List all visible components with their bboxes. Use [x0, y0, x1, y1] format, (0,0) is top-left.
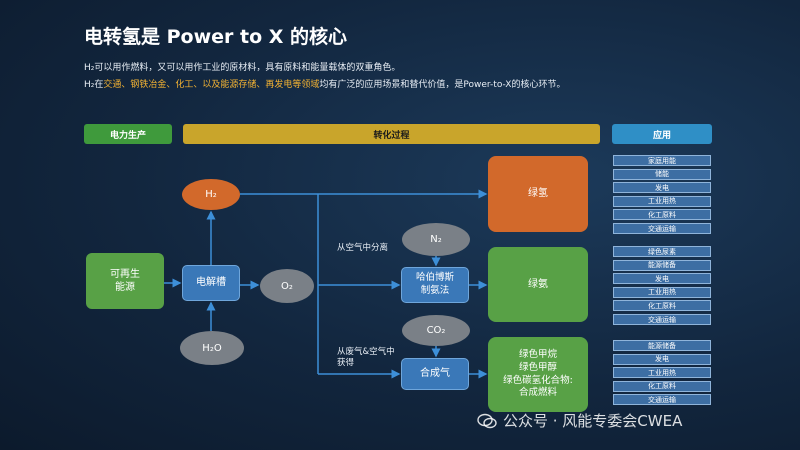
application-item-h2: 储能 — [613, 168, 711, 180]
application-item-nh3: 能源储备 — [613, 259, 711, 271]
h2-node: H₂ — [182, 179, 240, 210]
watermark-text: 公众号 · 风能专委会CWEA — [503, 412, 683, 430]
product-green-ammonia: 绿氨 — [488, 247, 588, 322]
application-item-meoh: 化工原料 — [613, 380, 711, 392]
application-item-h2: 交通运输 — [613, 223, 711, 234]
product-green-hydrogen: 绿氢 — [488, 156, 588, 232]
header-conversion-process: 转化过程 — [183, 124, 600, 144]
product-green-methanol: 绿色甲烷 绿色甲醇 绿色碳氢化合物: 合成燃料 — [488, 337, 588, 412]
o2-node: O₂ — [260, 269, 314, 303]
application-item-nh3: 化工原料 — [613, 300, 711, 312]
application-item-h2: 发电 — [613, 182, 711, 194]
subtitle-prefix: H₂在 — [84, 80, 104, 90]
h2o-node: H₂O — [180, 331, 244, 365]
subtitle-suffix: 均有广泛的应用场景和替代价值，是Power-to-X的核心环节。 — [319, 80, 566, 90]
application-item-nh3: 绿色尿素 — [613, 246, 711, 257]
application-item-nh3: 交通运输 — [613, 314, 711, 325]
subtitle-line-1: H₂可以用作燃料，又可以用作工业的原材料，具有原料和能量载体的双重角色。 — [84, 63, 401, 73]
application-item-meoh: 工业用热 — [613, 367, 711, 379]
application-item-meoh: 发电 — [613, 353, 711, 365]
application-item-meoh: 交通运输 — [613, 394, 711, 406]
co2-node: CO₂ — [402, 315, 470, 346]
header-application: 应用 — [612, 124, 712, 144]
haber-bosch-box: 哈伯博斯 制氨法 — [401, 267, 469, 303]
watermark: 公众号 · 风能专委会CWEA — [477, 410, 682, 431]
wechat-icon — [477, 413, 497, 428]
application-item-meoh: 能源储备 — [613, 340, 711, 351]
electrolyzer-box: 电解槽 — [182, 265, 240, 301]
haber-label: 哈伯博斯 制氨法 — [415, 272, 454, 296]
application-item-nh3: 工业用热 — [613, 286, 711, 298]
application-item-h2: 家庭用能 — [613, 155, 711, 166]
renewable-label: 可再生 能源 — [110, 268, 140, 294]
application-item-h2: 工业用热 — [613, 195, 711, 207]
subtitle-line-2: H₂在交通、钢铁冶金、化工、以及能源存储、再发电等领域均有广泛的应用场景和替代价… — [84, 77, 565, 90]
header-power-production: 电力生产 — [84, 124, 172, 144]
annotation-from-exhaust: 从废气&空气中 获得 — [337, 347, 395, 369]
renewable-energy-box: 可再生 能源 — [86, 253, 164, 309]
application-item-h2: 化工原料 — [613, 209, 711, 221]
application-item-nh3: 发电 — [613, 273, 711, 285]
product-green-methanol-label: 绿色甲烷 绿色甲醇 绿色碳氢化合物: 合成燃料 — [503, 348, 573, 399]
page-title: 电转氢是 Power to X 的核心 — [84, 26, 348, 48]
annotation-from-air: 从空气中分离 — [337, 243, 389, 253]
syngas-box: 合成气 — [401, 358, 469, 390]
subtitle-highlight: 交通、钢铁冶金、化工、以及能源存储、再发电等领域 — [103, 80, 320, 90]
n2-node: N₂ — [402, 223, 470, 256]
